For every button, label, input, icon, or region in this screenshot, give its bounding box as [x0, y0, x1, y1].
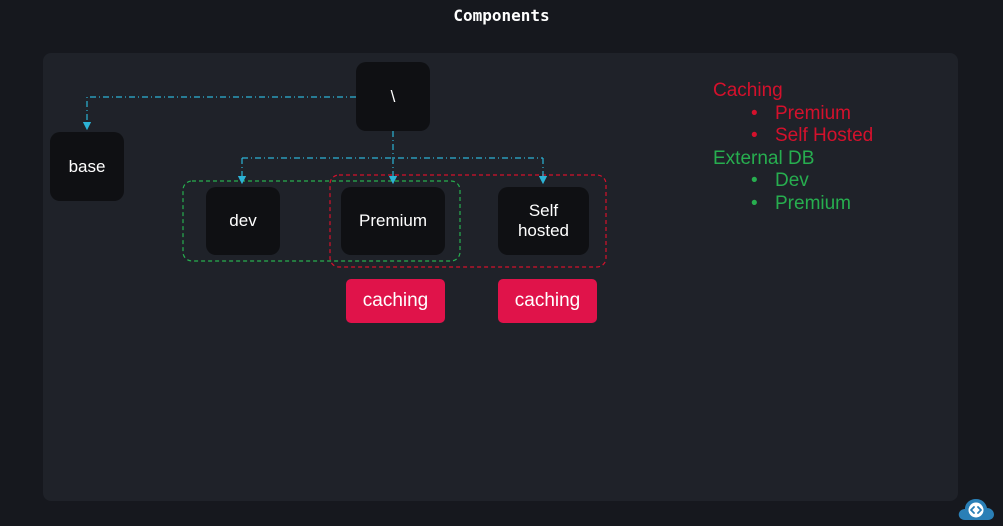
node-root: \ [356, 62, 430, 131]
bullet-icon: • [751, 170, 758, 191]
bullet-icon: • [751, 192, 758, 214]
cloud-code-logo-icon [958, 499, 994, 520]
self-hosted-caching-tag: caching [498, 279, 597, 323]
legend-external-db-item: • Dev [713, 170, 873, 193]
link-root-base [82, 96, 356, 131]
node-premium: Premium [341, 187, 445, 255]
legend-caching-heading: Caching [713, 80, 783, 101]
external-db-group-outline [182, 180, 461, 262]
legend-caching-item: • Premium [713, 103, 873, 126]
premium-caching-tag: caching [346, 279, 445, 323]
node-dev: dev [206, 187, 280, 255]
bullet-icon: • [751, 102, 758, 124]
legend-external-db-item-label: Dev [775, 170, 809, 191]
diagram-panel [43, 53, 958, 501]
legend-external-db-item-label: Premium [775, 192, 852, 214]
caching-group-outline [329, 174, 607, 268]
node-self-hosted: Self hosted [498, 187, 589, 255]
legend-caching-item-label: Self Hosted [775, 125, 874, 146]
legend: Caching • Premium • Self Hosted External D… [713, 80, 873, 215]
node-base: base [50, 132, 124, 201]
legend-external-db-item: • Premium [713, 193, 873, 216]
legend-caching-item: • Self Hosted [713, 125, 873, 148]
page-title: Components [453, 6, 550, 25]
legend-external-db-heading: External DB [713, 147, 815, 169]
legend-caching-item-label: Premium [775, 102, 852, 124]
bullet-icon: • [751, 125, 758, 146]
